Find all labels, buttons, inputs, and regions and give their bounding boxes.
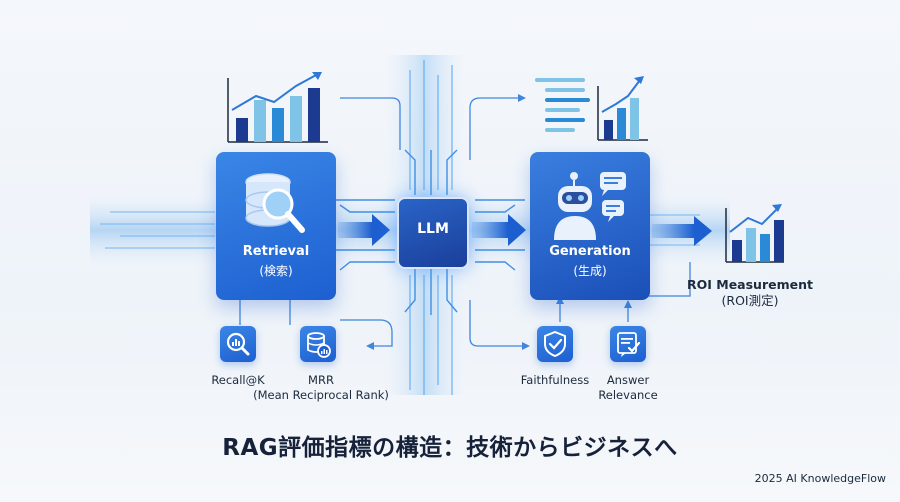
retrieval-subtitle: (検索) [259,264,293,278]
flow-arrow-llm-to-generation [472,214,526,246]
answer-relevance-label: Answer Relevance [586,373,670,403]
faithfulness-metric-box[interactable] [537,326,573,362]
report-chart-icon [535,76,648,141]
answer-relevance-metric-box[interactable] [610,326,646,362]
circuit-traces [335,149,525,315]
generation-node[interactable]: Generation (生成) [530,152,650,300]
mrr-title: MRR [308,373,334,387]
document-check-icon [617,332,641,357]
roi-title: ROI Measurement [687,277,813,292]
roi-chart-icon [725,204,784,263]
recall-metric-box[interactable] [220,326,256,362]
roi-subtitle: (ROI測定) [721,293,779,308]
mrr-label: MRR (Mean Reciprocal Rank) [236,373,406,403]
answer-relevance-line2: Relevance [598,388,658,402]
mrr-subtitle: (Mean Reciprocal Rank) [253,388,389,402]
answer-relevance-line1: Answer [606,373,650,387]
robot-chat-icon [554,172,626,240]
database-chart-icon [307,332,331,358]
diagram-title: RAG評価指標の構造：技術からビジネスへ [222,435,678,461]
flow-arrow-retrieval-to-llm [338,214,390,246]
flow-arrow-generation-to-roi [652,216,712,246]
mrr-metric-box[interactable] [300,326,336,362]
connector-arrowheads [366,94,632,350]
recall-label: Recall@K [211,373,265,387]
faithfulness-label: Faithfulness [520,373,590,387]
vertical-streaks [409,60,453,395]
footer-credit: 2025 AI KnowledgeFlow [754,472,886,485]
retrieval-node[interactable]: Retrieval (検索) [216,152,336,300]
generation-subtitle: (生成) [573,264,607,278]
analytics-chart-icon [227,72,328,143]
llm-label: LLM [417,221,449,237]
magnifier-chart-icon [226,332,250,356]
shield-check-icon [544,330,566,358]
retrieval-title: Retrieval [242,244,310,259]
llm-chip[interactable]: LLM [397,197,469,269]
horizontal-streaks [100,211,700,249]
roi-measurement-label: ROI Measurement (ROI測定) [680,277,820,309]
generation-title: Generation [549,244,631,259]
database-search-icon [245,173,305,233]
